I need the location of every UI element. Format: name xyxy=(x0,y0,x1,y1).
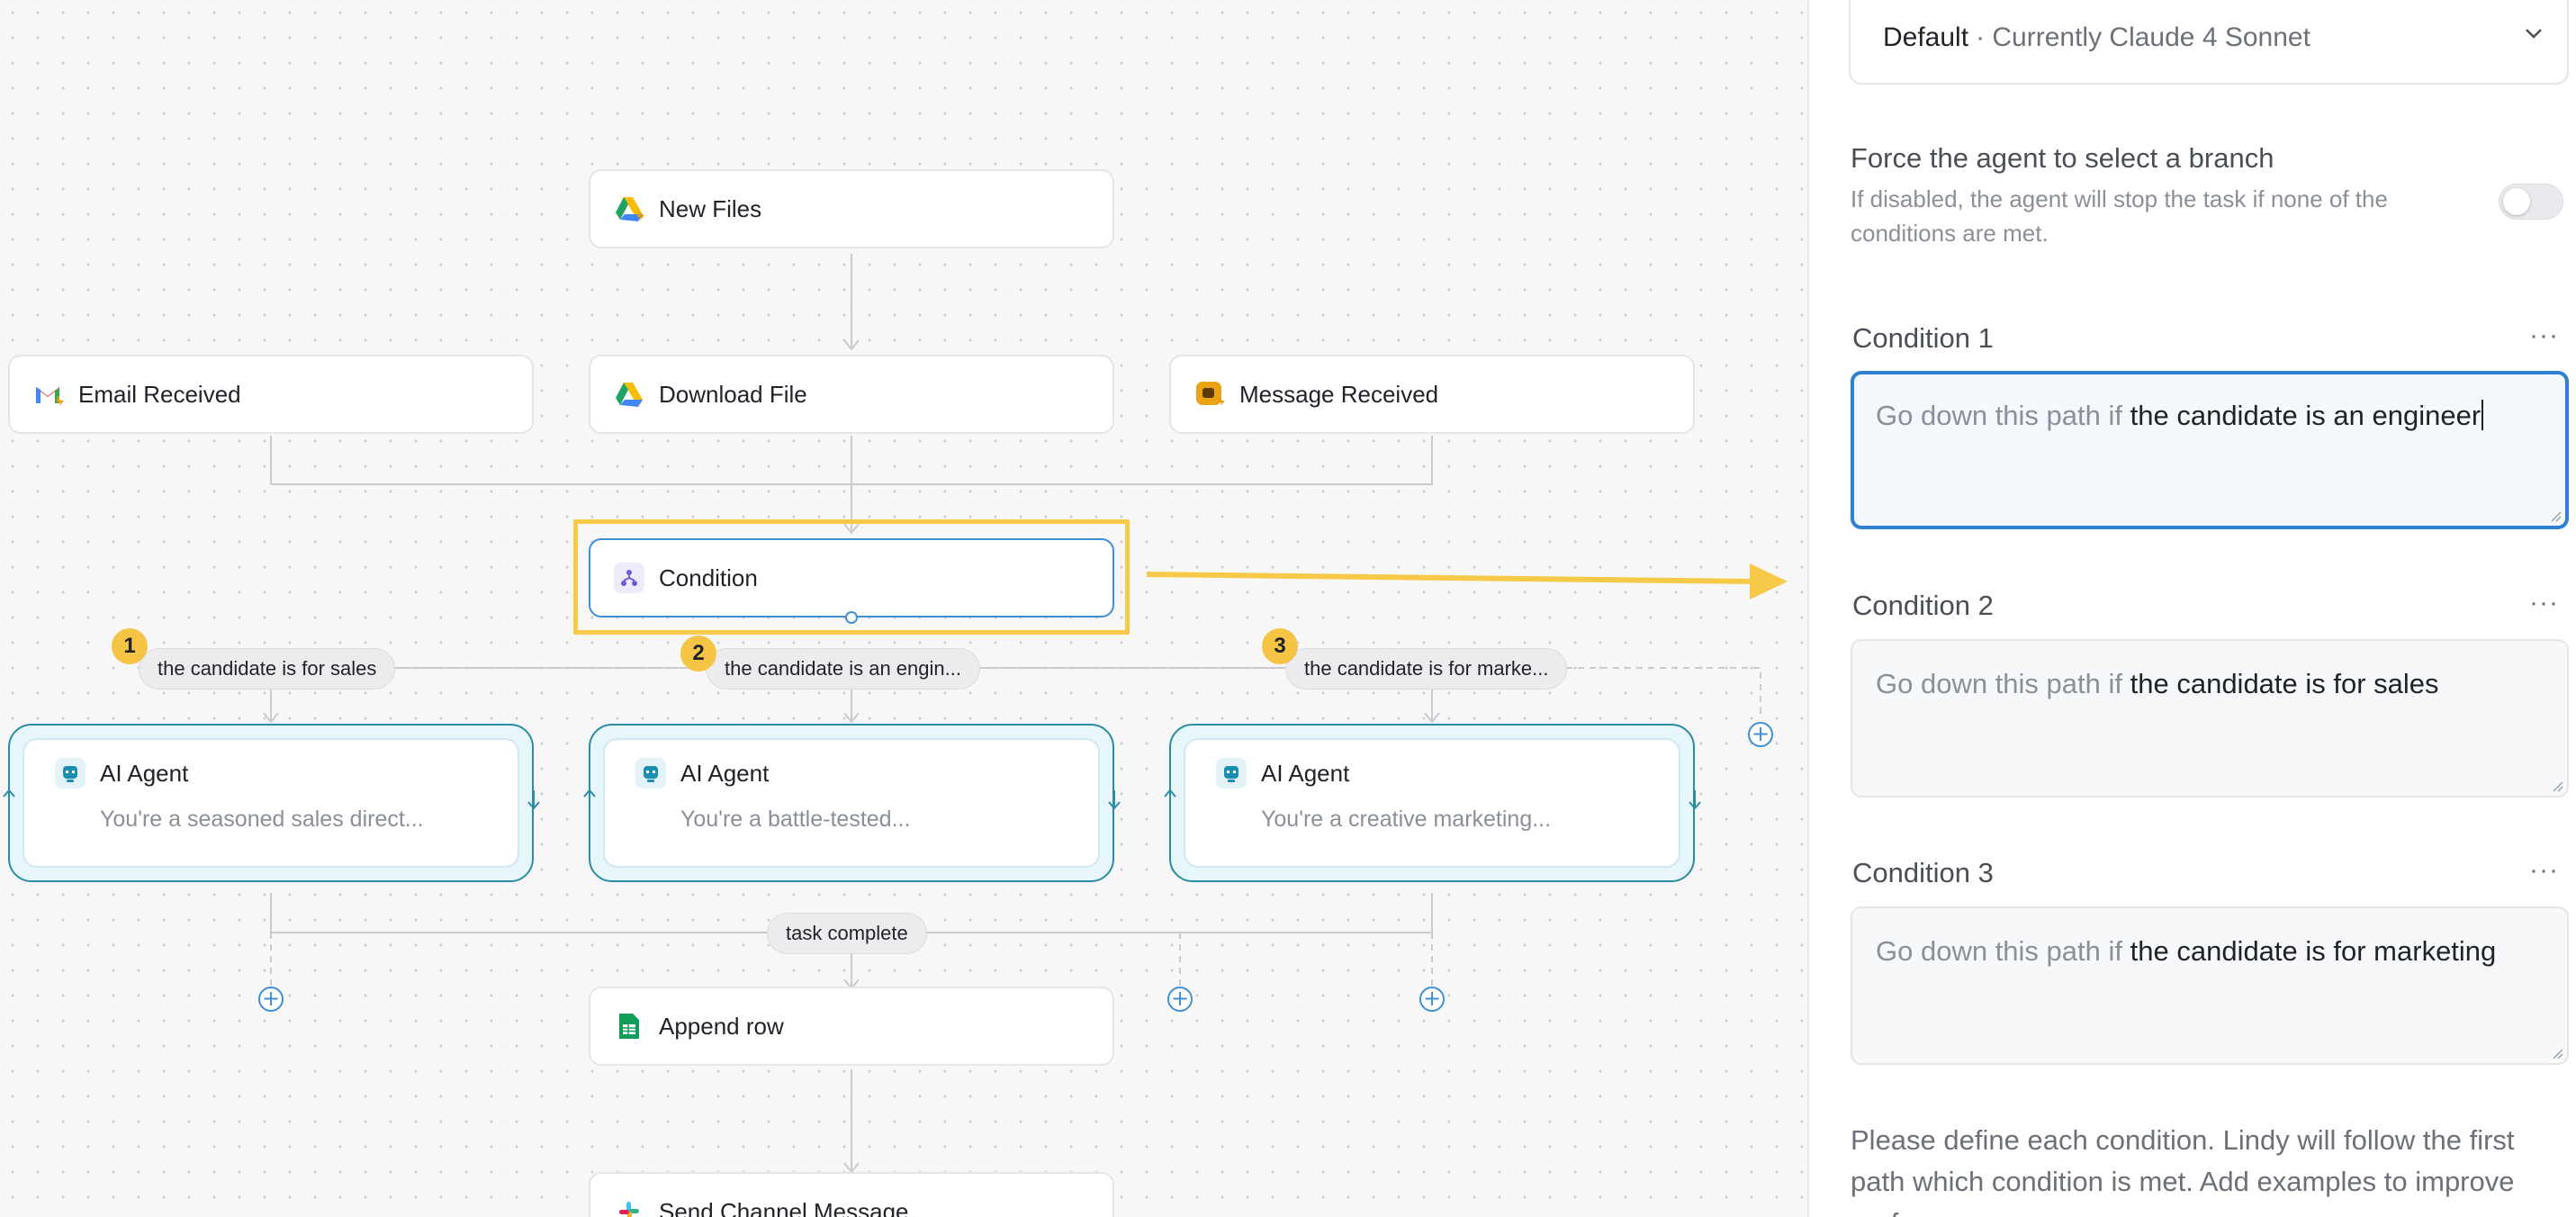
node-new-files[interactable]: New Files xyxy=(589,169,1114,248)
conditions-help-text: Please define each condition. Lindy will… xyxy=(1851,1124,2515,1217)
node-label: Append row xyxy=(659,1012,784,1040)
model-select[interactable]: Default · Currently Claude 4 Sonnet xyxy=(1849,0,2569,85)
add-step-button[interactable]: + xyxy=(258,987,284,1012)
chevron-down-icon xyxy=(2526,29,2542,39)
add-branch-button[interactable]: + xyxy=(1748,722,1773,747)
branch-label: the candidate is for sales xyxy=(158,657,377,680)
node-label: Email Received xyxy=(78,380,241,408)
text-caret xyxy=(2481,400,2484,430)
resize-grip-icon[interactable] xyxy=(2551,780,2563,792)
condition-text: the candidate is for marketing xyxy=(2130,935,2497,967)
agent-prompt-preview: You're a seasoned sales direct... xyxy=(100,807,424,832)
node-label: New Files xyxy=(659,194,762,222)
agent-prompt-preview: You're a battle-tested... xyxy=(680,807,911,832)
gmail-icon xyxy=(33,379,64,410)
condition-text: the candidate is for sales xyxy=(2130,668,2439,699)
condition-highlight-frame xyxy=(573,519,1130,635)
node-ai-agent-1[interactable]: AI Agent You're a seasoned sales direct.… xyxy=(8,724,534,882)
node-message-received[interactable]: Message Received xyxy=(1169,355,1695,434)
model-name: Default xyxy=(1883,23,1969,52)
add-step-button[interactable]: + xyxy=(1419,987,1445,1012)
robot-icon xyxy=(55,758,86,789)
agent-title: AI Agent xyxy=(680,759,770,787)
toggle-knob xyxy=(2503,188,2530,215)
resize-grip-icon[interactable] xyxy=(2549,509,2562,522)
loop-up-arrow-icon xyxy=(3,789,15,808)
merge-label: task complete xyxy=(786,922,908,944)
resize-grip-icon[interactable] xyxy=(2551,1047,2563,1059)
robot-icon xyxy=(635,758,666,789)
agent-title: AI Agent xyxy=(100,759,189,787)
google-sheets-icon xyxy=(614,1011,644,1041)
condition-3-input[interactable]: Go down this path if the candidate is fo… xyxy=(1851,906,2569,1065)
force-branch-title: Force the agent to select a branch xyxy=(1851,142,2274,174)
node-label: Condition xyxy=(659,563,758,591)
merge-pill-task-complete[interactable]: task complete xyxy=(767,913,927,954)
condition-text: the candidate is an engineer xyxy=(2130,400,2481,431)
condition-1-more-button[interactable]: ··· xyxy=(2529,320,2559,350)
condition-2-input[interactable]: Go down this path if the candidate is fo… xyxy=(1851,639,2569,798)
condition-1-input[interactable]: Go down this path if the candidate is an… xyxy=(1851,371,2569,529)
node-email-received[interactable]: Email Received xyxy=(8,355,534,434)
google-drive-icon xyxy=(614,194,644,224)
google-drive-icon xyxy=(614,379,644,410)
loop-down-arrow-icon xyxy=(1689,790,1701,810)
model-detail: · Currently Claude 4 Sonnet xyxy=(1976,23,2310,52)
add-step-button[interactable]: + xyxy=(1167,987,1193,1012)
condition-2-label: Condition 2 xyxy=(1852,590,1994,621)
condition-prefix: Go down this path if xyxy=(1876,935,2122,967)
branch-badge-2: 2 xyxy=(680,636,716,672)
loop-up-arrow-icon xyxy=(1164,789,1176,808)
node-send-channel-message[interactable]: Send Channel Message xyxy=(589,1172,1114,1217)
robot-icon xyxy=(1216,758,1247,789)
highlight-arrow xyxy=(1146,563,1788,599)
force-branch-description: If disabled, the agent will stop the tas… xyxy=(1851,185,2388,247)
branch-badge-3: 3 xyxy=(1262,628,1298,664)
node-download-file[interactable]: Download File xyxy=(589,355,1114,434)
branch-pill-1[interactable]: the candidate is for sales xyxy=(139,648,396,690)
condition-prefix: Go down this path if xyxy=(1876,668,2122,699)
branch-label: the candidate is for marke... xyxy=(1304,657,1549,680)
loop-down-arrow-icon xyxy=(1108,790,1121,810)
condition-settings-panel: Default · Currently Claude 4 Sonnet Forc… xyxy=(1807,0,2576,1217)
slack-icon xyxy=(614,1196,644,1217)
loop-up-arrow-icon xyxy=(583,789,596,808)
workflow-canvas[interactable]: New Files Email Received Download File xyxy=(0,0,1807,1217)
node-label: Message Received xyxy=(1239,380,1439,408)
branch-pill-2[interactable]: the candidate is an engin... xyxy=(706,648,980,690)
loop-down-arrow-icon xyxy=(527,790,540,810)
condition-output-port[interactable] xyxy=(845,611,858,624)
node-label: Download File xyxy=(659,380,807,408)
condition-3-more-button[interactable]: ··· xyxy=(2529,855,2559,885)
node-append-row[interactable]: Append row xyxy=(589,987,1114,1066)
agent-prompt-preview: You're a creative marketing... xyxy=(1261,807,1552,832)
node-ai-agent-3[interactable]: AI Agent You're a creative marketing... xyxy=(1169,724,1695,882)
branch-badge-1: 1 xyxy=(112,628,148,664)
condition-prefix: Go down this path if xyxy=(1876,400,2122,431)
agent-title: AI Agent xyxy=(1261,759,1350,787)
chat-icon xyxy=(1194,379,1225,410)
branch-label: the candidate is an engin... xyxy=(725,657,961,680)
node-ai-agent-2[interactable]: AI Agent You're a battle-tested... xyxy=(589,724,1114,882)
condition-2-more-button[interactable]: ··· xyxy=(2529,588,2559,618)
node-label: Send Channel Message xyxy=(659,1197,909,1217)
force-branch-toggle[interactable] xyxy=(2499,184,2563,220)
node-condition[interactable]: Condition xyxy=(589,538,1114,618)
branch-icon xyxy=(614,563,644,593)
branch-pill-3[interactable]: the candidate is for marke... xyxy=(1285,648,1568,690)
condition-1-label: Condition 1 xyxy=(1852,322,1994,354)
condition-3-label: Condition 3 xyxy=(1852,857,1994,888)
